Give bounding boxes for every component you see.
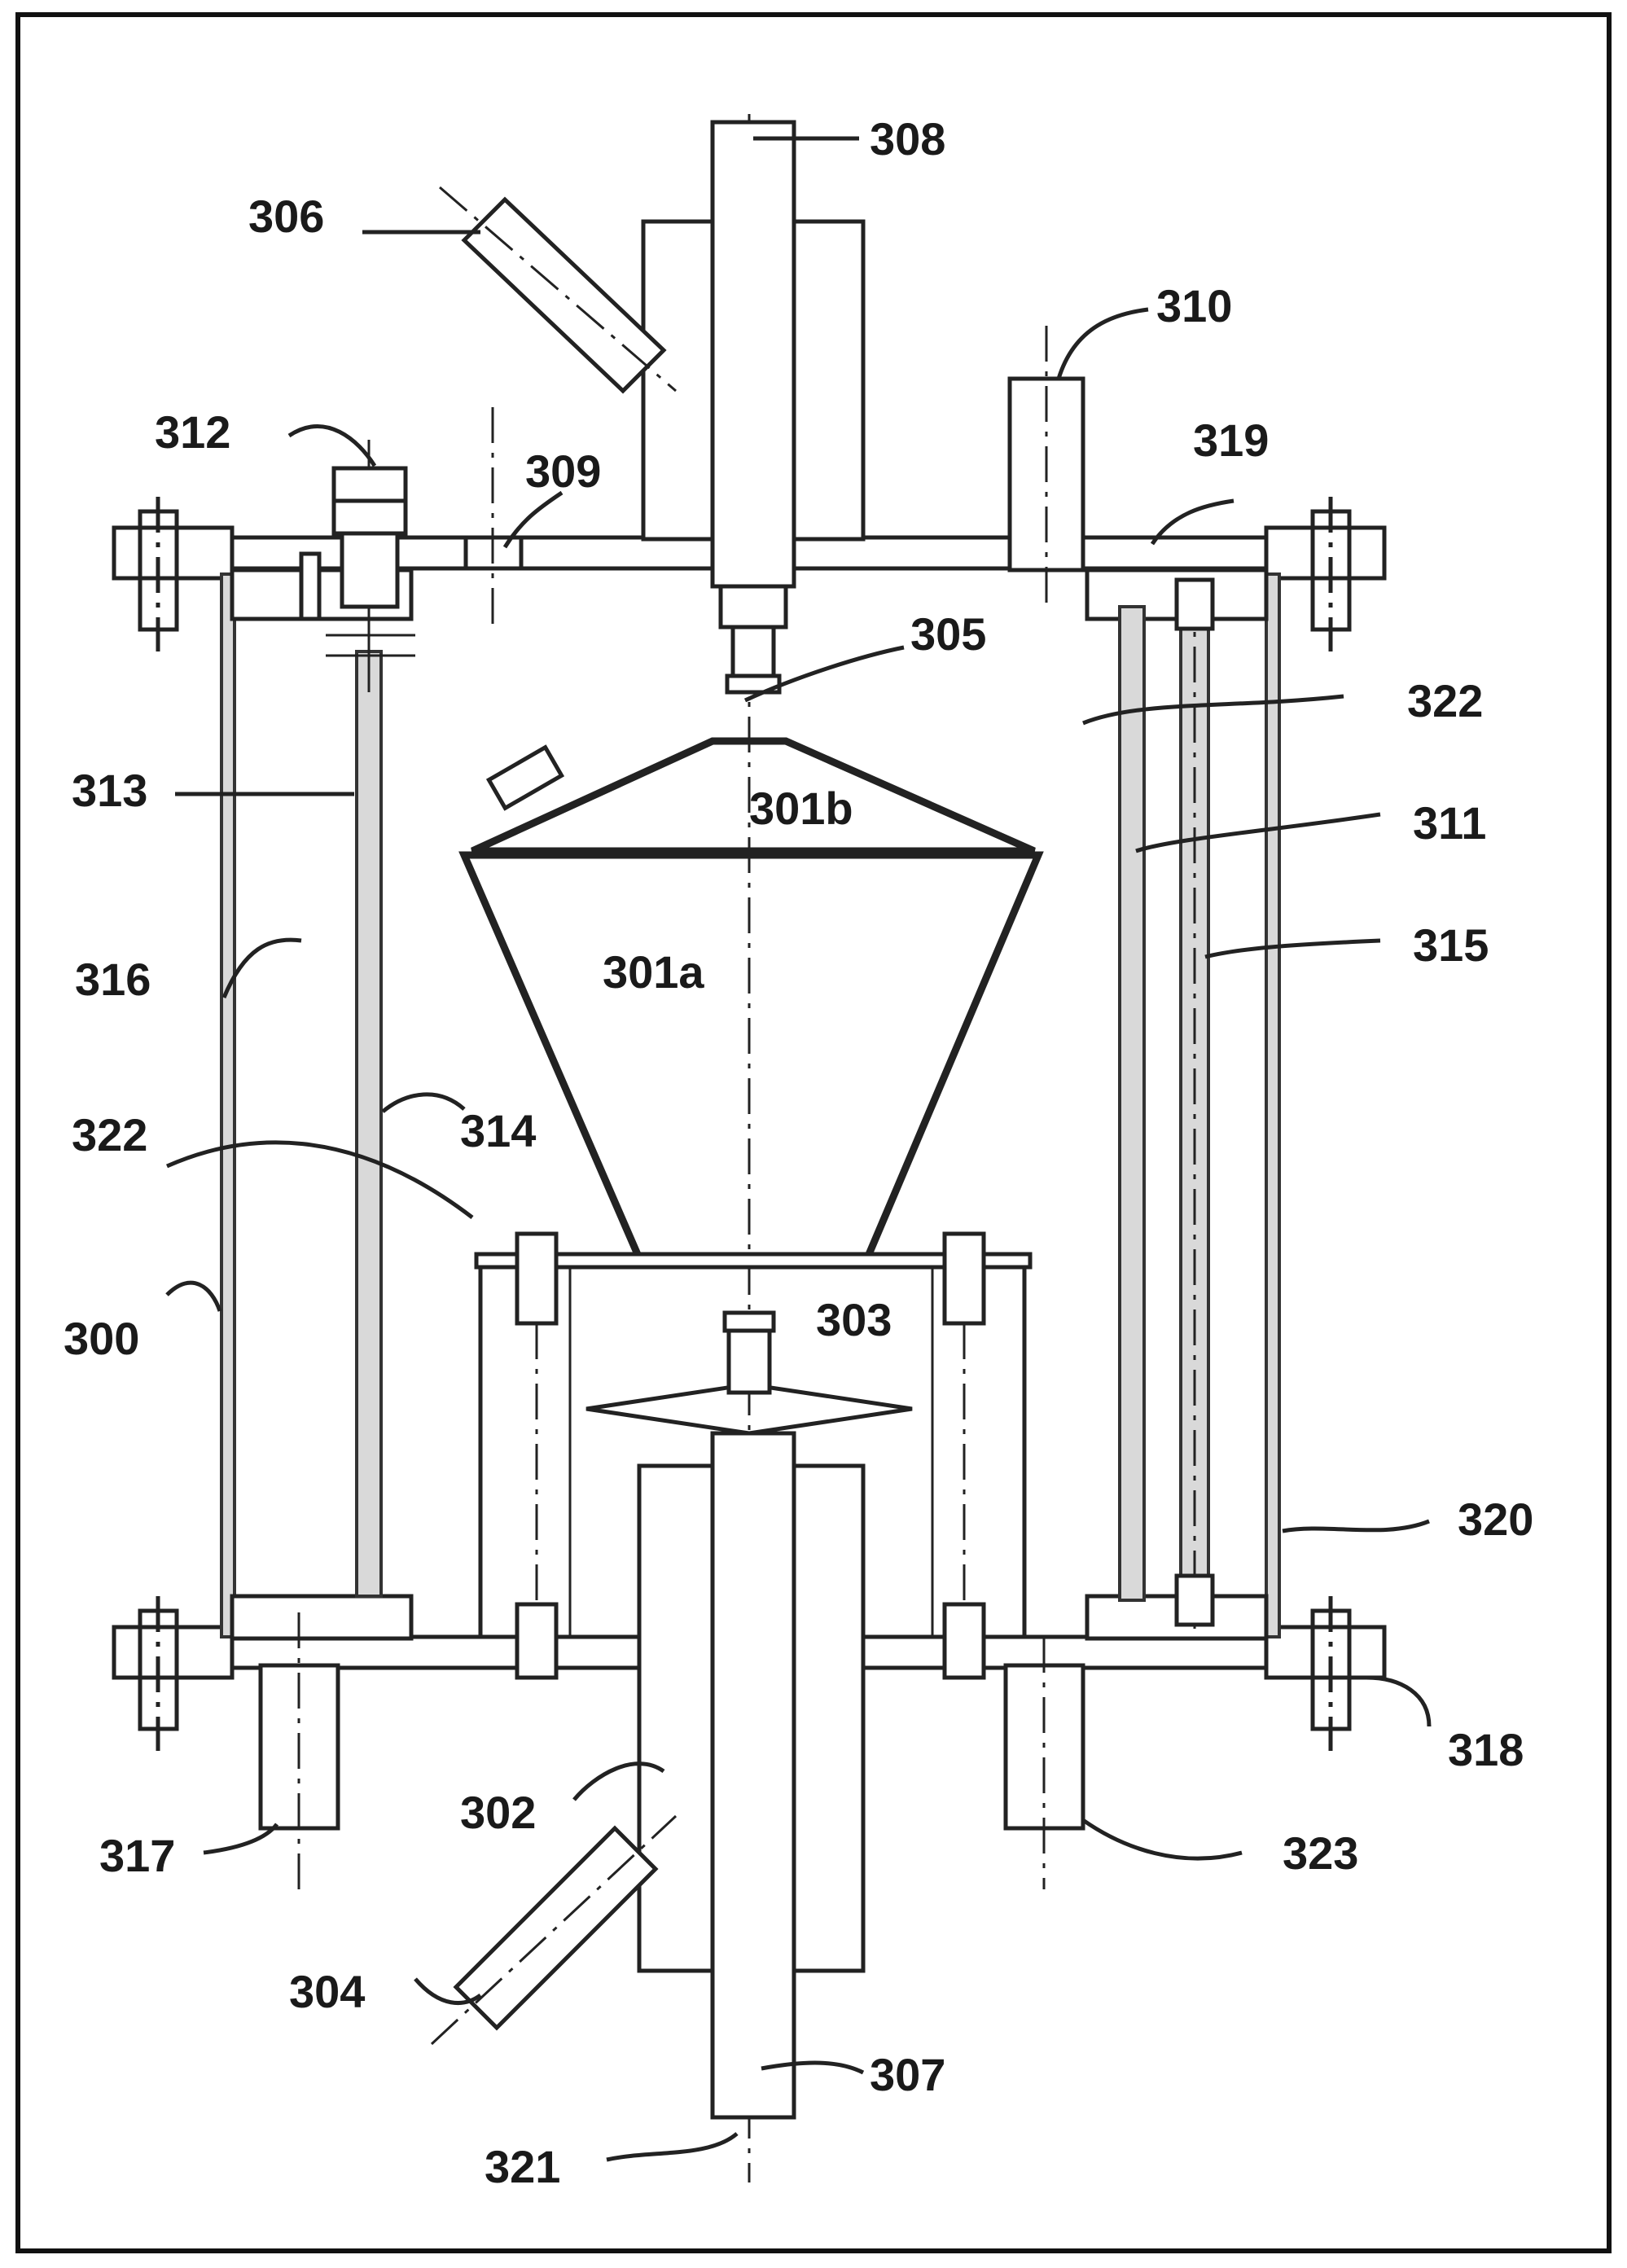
outer-shell <box>220 572 1281 1638</box>
label-302: 302 <box>460 1787 536 1838</box>
flange-bolts <box>138 497 1352 1751</box>
label-316: 316 <box>75 954 151 1005</box>
label-306: 306 <box>248 191 324 242</box>
right-rods <box>1118 577 1215 1629</box>
label-307: 307 <box>870 2049 945 2100</box>
rotor-disc <box>585 1310 913 1436</box>
label-315: 315 <box>1413 919 1489 971</box>
upper-inclined-nozzle <box>439 186 677 394</box>
label-301b: 301b <box>749 783 853 834</box>
label-304: 304 <box>289 1966 365 2017</box>
label-314: 314 <box>460 1105 536 1156</box>
label-322-left: 322 <box>72 1109 147 1160</box>
label-313: 313 <box>72 765 147 816</box>
label-312: 312 <box>155 406 230 458</box>
figure-border <box>15 12 1612 2253</box>
top-tube <box>641 120 866 695</box>
label-318: 318 <box>1448 1724 1524 1775</box>
port-309 <box>463 407 524 627</box>
label-317: 317 <box>99 1830 175 1881</box>
label-308: 308 <box>870 113 945 165</box>
label-305: 305 <box>910 608 986 660</box>
label-303: 303 <box>816 1294 892 1345</box>
label-301a: 301a <box>603 946 704 998</box>
label-310: 310 <box>1156 280 1232 331</box>
left-rods <box>299 440 415 1598</box>
leader-lines <box>165 136 1432 2162</box>
lower-inclined-nozzle <box>430 1814 678 2046</box>
label-322-right: 322 <box>1407 675 1483 726</box>
label-319: 319 <box>1193 415 1269 466</box>
lower-box <box>474 1231 1033 1680</box>
top-right-stub <box>1007 326 1085 603</box>
label-323: 323 <box>1283 1827 1358 1879</box>
label-320: 320 <box>1458 1494 1533 1545</box>
label-321: 321 <box>485 2141 560 2192</box>
bottom-tube <box>637 1431 866 2120</box>
label-309: 309 <box>525 445 601 497</box>
label-311: 311 <box>1413 797 1486 849</box>
label-300: 300 <box>64 1313 139 1364</box>
bottom-stubs <box>258 1612 1085 1889</box>
